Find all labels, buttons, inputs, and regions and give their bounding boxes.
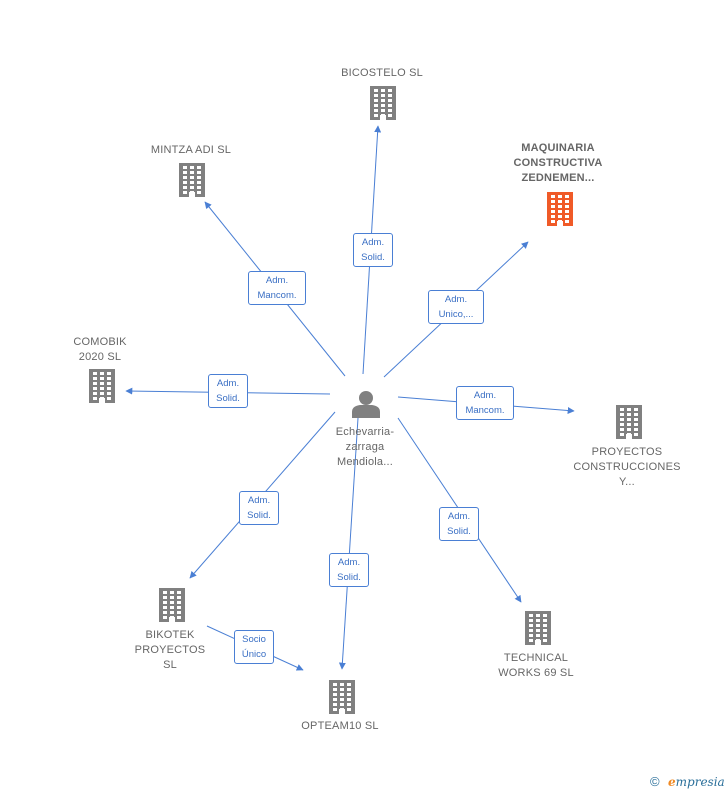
- building-icon[interactable]: [525, 611, 551, 645]
- edge-label-center-bikotek[interactable]: Adm. Solid.: [239, 491, 279, 525]
- brand-initial: e: [668, 775, 676, 789]
- node-label-bicostelo[interactable]: BICOSTELO SL: [341, 67, 423, 79]
- brand-rest: mpresia: [675, 775, 725, 789]
- edge-label-center-comobik[interactable]: Adm. Solid.: [208, 374, 248, 408]
- building-icon[interactable]: [547, 192, 573, 226]
- edge-label-center-technical[interactable]: Adm. Solid.: [439, 507, 479, 541]
- building-icon[interactable]: [329, 680, 355, 714]
- copyright-icon: ©: [650, 774, 660, 789]
- building-icon[interactable]: [616, 405, 642, 439]
- building-icon[interactable]: [89, 369, 115, 403]
- edge-label-center-bicostelo[interactable]: Adm. Solid.: [353, 233, 393, 267]
- node-label-bikotek[interactable]: BIKOTEK PROYECTOS SL: [134, 629, 206, 671]
- edge-label-center-maquinaria[interactable]: Adm. Unico,...: [428, 290, 484, 324]
- edge-label-center-mintza[interactable]: Adm. Mancom.: [248, 271, 306, 305]
- person-icon[interactable]: [352, 391, 380, 418]
- edge-center-opteam: [338, 417, 359, 670]
- node-label-technical[interactable]: TECHNICAL WORKS 69 SL: [498, 652, 574, 679]
- building-icon[interactable]: [159, 588, 185, 622]
- node-label-proyectos[interactable]: PROYECTOS CONSTRUCCIONES Y...: [573, 446, 681, 488]
- node-label-comobik[interactable]: COMOBIK 2020 SL: [73, 336, 127, 363]
- node-label-mintza[interactable]: MINTZA ADI SL: [150, 144, 232, 156]
- building-icon[interactable]: [370, 86, 396, 120]
- edge-label-center-opteam[interactable]: Adm. Solid.: [329, 553, 369, 587]
- brand-logo[interactable]: empresia: [668, 775, 725, 789]
- node-label-maquinaria[interactable]: MAQUINARIA CONSTRUCTIVA ZEDNEMEN...: [513, 142, 603, 184]
- node-label-center[interactable]: Echevarria- zarraga Mendiola...: [335, 426, 395, 468]
- building-icon[interactable]: [179, 163, 205, 197]
- edge-label-bikotek-opteam[interactable]: Socio Único: [234, 630, 274, 664]
- node-label-opteam[interactable]: OPTEAM10 SL: [301, 720, 379, 732]
- edge-label-center-proyectos[interactable]: Adm. Mancom.: [456, 386, 514, 420]
